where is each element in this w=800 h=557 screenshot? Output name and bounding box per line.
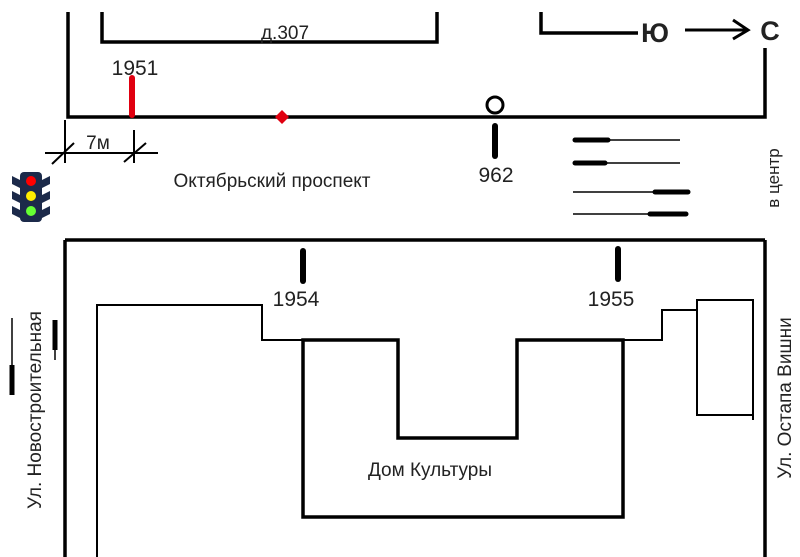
distance-label: 7м (86, 133, 110, 154)
street-right-label: Ул. Остапа Вишни (775, 317, 796, 479)
stop-962-circle-icon (485, 95, 505, 115)
dimension-marker (45, 120, 158, 165)
avenue-name-label: Октябрьский проспект (174, 171, 371, 192)
stop-962-label: 962 (478, 164, 513, 187)
red-point-marker[interactable] (275, 110, 289, 124)
compass-north-label: С (760, 16, 780, 46)
avenue-north-edge (66, 12, 767, 119)
stop-1955-label: 1955 (588, 288, 635, 311)
compass-baseline (539, 12, 638, 35)
traffic-light-icon (12, 172, 50, 222)
block-outlines (96, 299, 754, 557)
stop-1954-label: 1954 (273, 288, 320, 311)
culture-house-label: Дом Культуры (368, 460, 492, 481)
to-center-label: в центр (764, 148, 783, 207)
stop-1951-label: 1951 (112, 57, 159, 80)
building-307-outline (100, 12, 439, 44)
compass-south-label: Ю (641, 18, 669, 48)
street-left-label: Ул. Новостроительная (25, 311, 46, 509)
culture-house-building (301, 338, 625, 519)
compass: Ю С (641, 16, 780, 48)
building-307-label: д.307 (261, 23, 309, 44)
lane-direction-icon (572, 137, 691, 217)
left-street-lane-icon (9, 318, 58, 395)
road-lines (63, 12, 767, 557)
